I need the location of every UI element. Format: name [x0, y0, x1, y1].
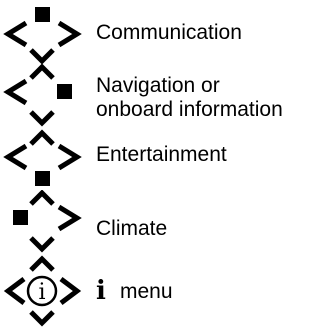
- legend-item-climate: Climate: [0, 190, 326, 254]
- controller-center-info-icon: i: [0, 254, 90, 327]
- legend-item-navigation: Navigation or onboard information: [0, 64, 326, 128]
- controller-down-highlighted-icon: [0, 126, 90, 190]
- legend-label-climate: Climate: [96, 217, 168, 240]
- legend-label-navigation: Navigation or onboard information: [96, 74, 283, 122]
- controller-right-highlighted-icon: [0, 64, 90, 128]
- controller-center-info-glyph: i: [38, 280, 45, 305]
- legend-label-navigation-line-2: onboard information: [96, 98, 283, 121]
- legend-item-communication: Communication: [0, 0, 326, 64]
- legend-label-menu: menu: [120, 280, 173, 303]
- controller-up-highlighted-icon: [0, 0, 90, 64]
- controller-left-highlighted-icon: [0, 190, 90, 254]
- legend-item-info-menu: i i menu: [0, 254, 326, 327]
- legend-label-navigation-line-1: Navigation or: [96, 74, 220, 97]
- legend-label-entertainment: Entertainment: [96, 143, 227, 166]
- legend-label-communication: Communication: [96, 21, 242, 44]
- info-i-icon: i: [96, 276, 106, 306]
- legend-item-entertainment: Entertainment: [0, 126, 326, 190]
